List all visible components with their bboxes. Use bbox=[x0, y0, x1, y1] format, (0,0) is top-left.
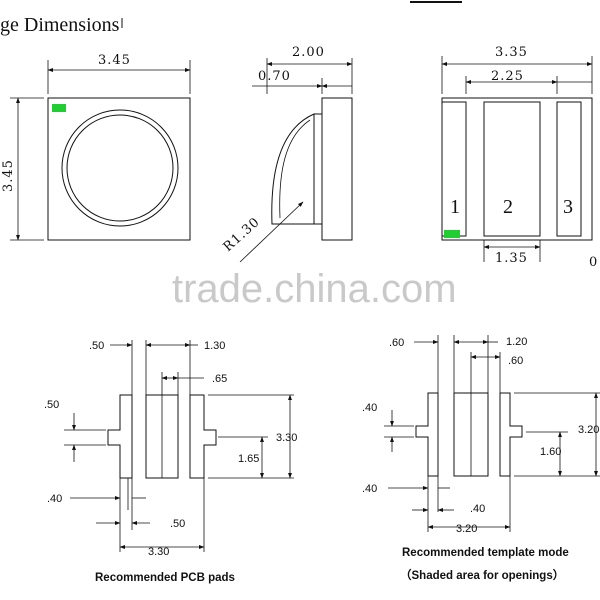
top-height-label: 3.45 bbox=[1, 159, 16, 192]
template-drawing: .60 1.20 .60 .40 3.20 1.60 .40 .40 3.20 bbox=[362, 335, 600, 582]
pcb-pad-right bbox=[189, 394, 217, 479]
top-width-label: 3.45 bbox=[98, 53, 131, 68]
side-body bbox=[321, 97, 353, 241]
polarity-marker bbox=[52, 104, 66, 112]
pcb-dim-i: 3.30 bbox=[148, 546, 169, 558]
pcb-dim-e: 3.30 bbox=[276, 432, 297, 444]
tpl-dim-d: .40 bbox=[362, 402, 377, 414]
pcb-pad-left bbox=[107, 394, 133, 479]
bottom-width-label: 3.35 bbox=[495, 45, 528, 60]
tpl-dim-c: .60 bbox=[508, 355, 523, 367]
side-lens-label: 0.70 bbox=[258, 69, 291, 84]
tpl-dim-g: .40 bbox=[362, 483, 377, 495]
lens-inner-ring bbox=[66, 114, 174, 222]
pin1-marker bbox=[444, 230, 460, 238]
tpl-dim-a: .60 bbox=[389, 337, 404, 349]
pad-2 bbox=[483, 101, 541, 237]
bottom-cut-label: 0 bbox=[589, 255, 598, 270]
tpl-dim-e: 3.20 bbox=[578, 424, 599, 436]
side-lens-dome bbox=[271, 113, 315, 225]
pin-2-label: 2 bbox=[503, 196, 513, 218]
template-pad-right bbox=[499, 392, 523, 477]
bottom-gap-label: 1.35 bbox=[495, 251, 528, 266]
pin-1-label: 1 bbox=[450, 196, 460, 218]
pcb-dim-g: .40 bbox=[47, 493, 62, 505]
side-total-label: 2.00 bbox=[292, 45, 325, 60]
pcb-dim-d: .50 bbox=[44, 399, 59, 411]
top-view: 3.45 3.45 bbox=[1, 53, 191, 241]
watermark: trade.china.com bbox=[172, 267, 457, 311]
pcb-pads-caption: Recommended PCB pads bbox=[95, 572, 235, 584]
tpl-dim-h: .40 bbox=[470, 503, 485, 515]
pcb-dim-f: 1.65 bbox=[238, 453, 259, 465]
pcb-dim-a: .50 bbox=[89, 340, 104, 352]
tpl-dim-i: 3.20 bbox=[456, 523, 477, 535]
pcb-pads-drawing: .50 1.30 .65 .50 3.30 1.65 .40 .50 3.3 bbox=[44, 340, 297, 584]
bottom-view: 1 2 3 3.35 2.25 1.35 0 bbox=[441, 45, 598, 270]
template-caption: Recommended template mode bbox=[402, 547, 569, 559]
template-pad-left bbox=[415, 392, 439, 477]
tpl-dim-f: 1.60 bbox=[540, 446, 561, 458]
top-view-outline bbox=[47, 97, 191, 241]
pcb-dim-b: 1.30 bbox=[204, 340, 225, 352]
radius-label: R1.30 bbox=[221, 215, 264, 255]
lens-outer-ring bbox=[61, 109, 179, 227]
bottom-outline bbox=[441, 97, 593, 241]
bottom-inner-label: 2.25 bbox=[491, 69, 524, 84]
pcb-dim-h: .50 bbox=[170, 518, 185, 530]
template-subcaption: （Shaded area for openings） bbox=[400, 568, 564, 582]
pad-3 bbox=[556, 101, 582, 237]
pin-3-label: 3 bbox=[563, 196, 573, 218]
side-view: 2.00 0.70 R1.30 bbox=[221, 45, 353, 263]
pcb-dim-c: .65 bbox=[212, 373, 227, 385]
tpl-dim-b: 1.20 bbox=[506, 336, 527, 348]
section-title: ge Dimensions bbox=[0, 14, 120, 36]
